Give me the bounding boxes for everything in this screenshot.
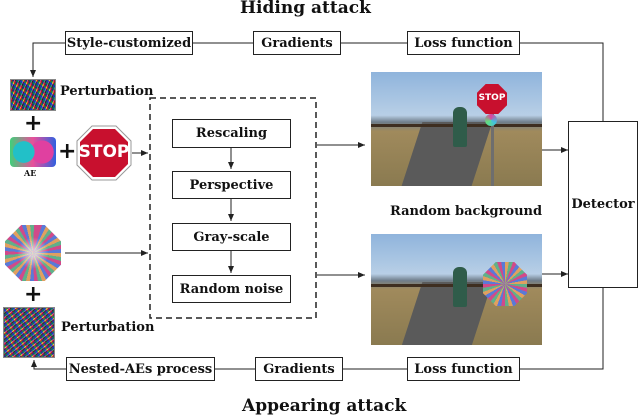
stop-sign-image: STOP	[76, 125, 132, 181]
loss-function-top-box: Loss function	[407, 31, 520, 55]
random-background-label: Random background	[390, 204, 543, 219]
gradients-bottom-box: Gradients	[255, 357, 343, 381]
perturbation-noise-image-bottom	[3, 307, 55, 358]
style-customized-box: Style-customized	[65, 31, 193, 55]
scene-image-bottom	[371, 234, 542, 345]
hiding-attack-title: Hiding attack	[240, 0, 371, 18]
stop-sign-text: STOP	[78, 142, 130, 162]
bottom-loop-line-right	[520, 288, 604, 370]
plus-sign-3: +	[24, 282, 43, 307]
perturbation-noise-image-top	[10, 79, 56, 111]
adversarial-patch-image	[5, 225, 61, 281]
ae-image	[10, 137, 56, 167]
nested-aes-box: Nested-AEs process	[66, 357, 215, 381]
transform-dashed-box	[149, 97, 317, 319]
perturbation-label-bottom: Perturbation	[61, 320, 155, 335]
ae-label: AE	[24, 168, 37, 178]
rescaling-box: Rescaling	[172, 119, 291, 148]
top-loop-arrow	[30, 42, 65, 77]
bottom-loop-arrow	[31, 360, 66, 370]
plus-sign-1: +	[24, 111, 43, 136]
detector-box: Detector	[568, 121, 638, 288]
scene-stop-text: STOP	[478, 93, 506, 103]
random-noise-box: Random noise	[172, 275, 291, 303]
gradients-top-box: Gradients	[253, 31, 341, 55]
perspective-box: Perspective	[172, 171, 291, 199]
scene-image-top: STOP	[371, 72, 542, 186]
top-loop-line-right	[520, 42, 604, 121]
appearing-attack-title: Appearing attack	[242, 396, 407, 416]
loss-function-bottom-box: Loss function	[407, 357, 520, 381]
gray-scale-box: Gray-scale	[172, 223, 291, 251]
perturbation-label-top: Perturbation	[60, 84, 154, 99]
plus-sign-2: +	[58, 139, 77, 164]
